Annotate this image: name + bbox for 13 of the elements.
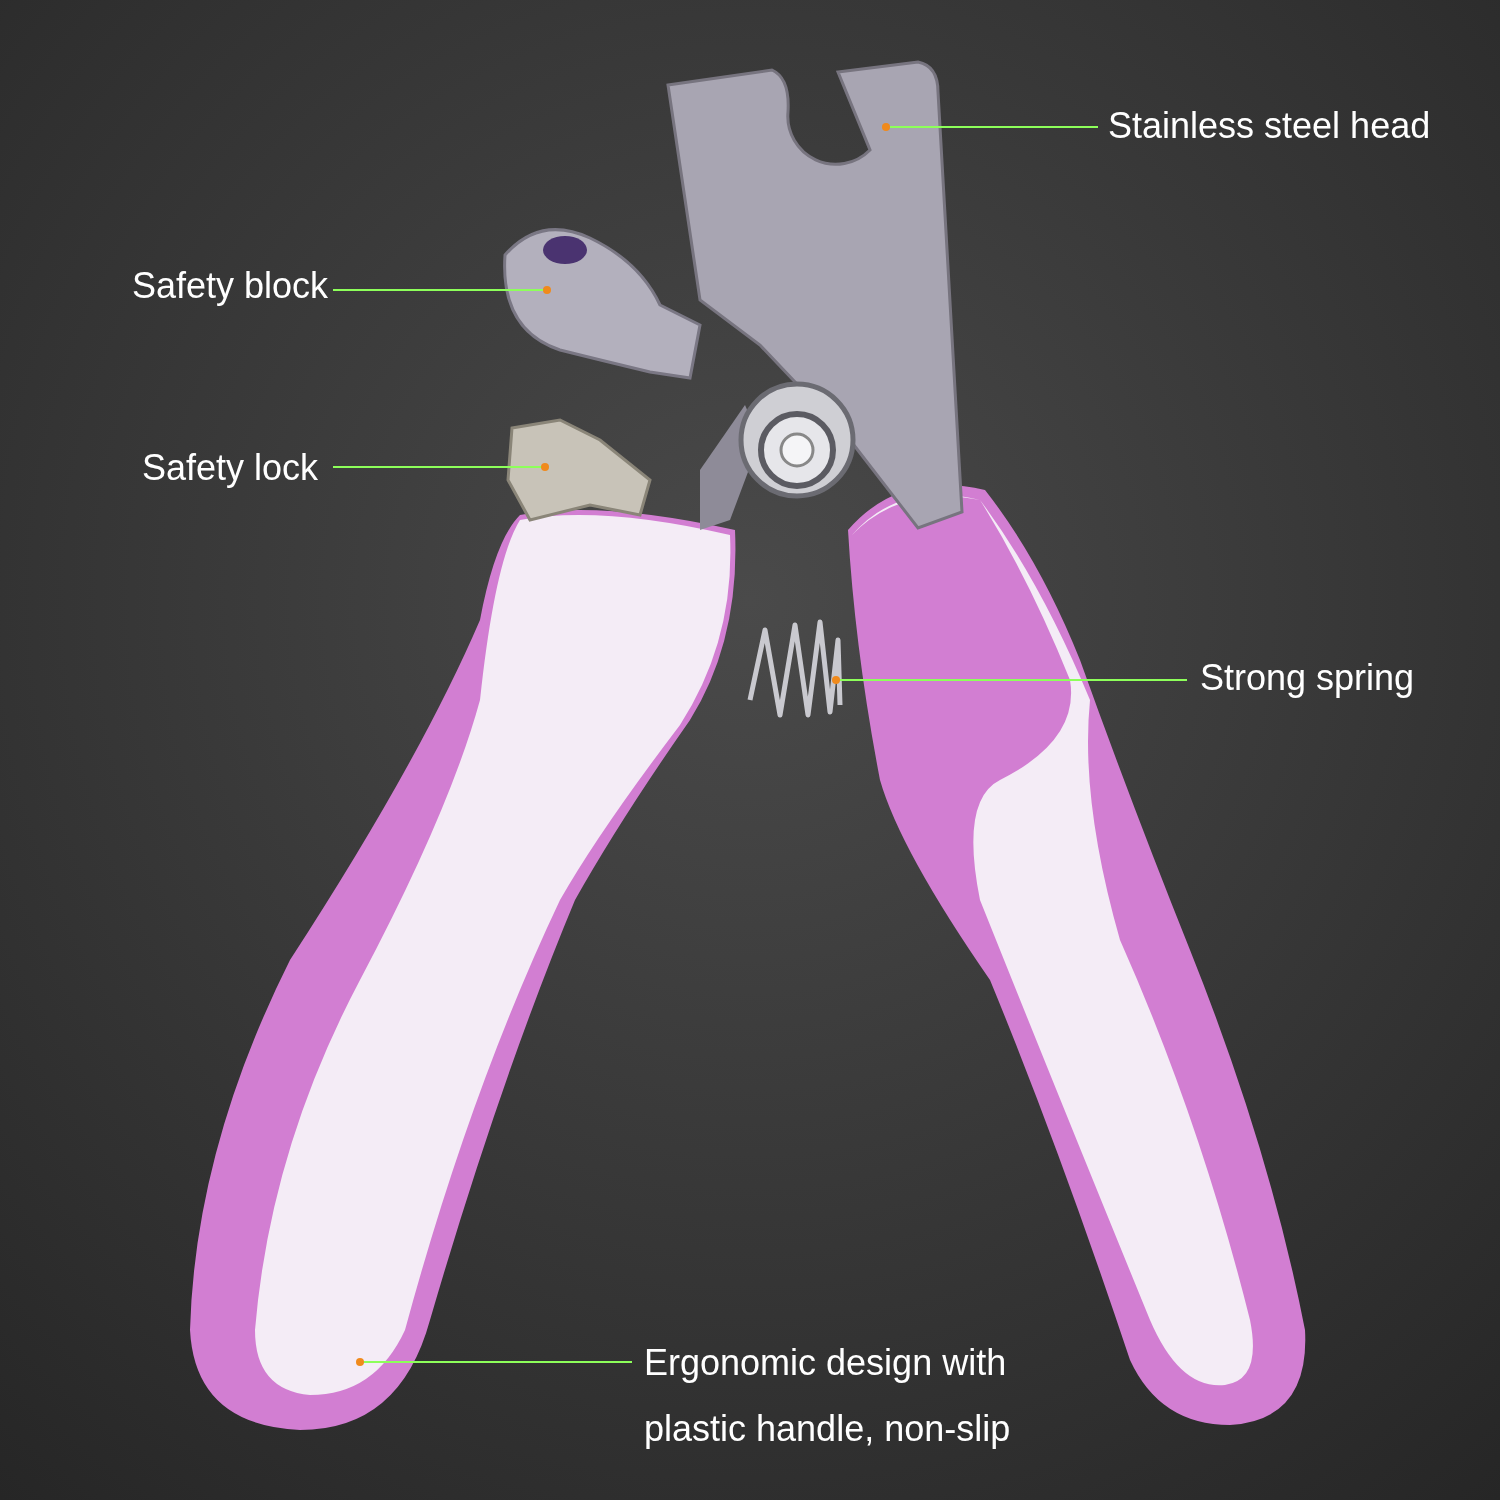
leader-line [356,1358,633,1366]
part-label: Stainless steel head [1108,104,1468,148]
leader-line [832,676,1188,684]
part-label: Safety lock [40,446,318,490]
safety-block-drawing [503,228,702,380]
part-label: Ergonomic design with plastic handle, non-slip [644,1330,1044,1462]
safety-lock-drawing [506,418,652,522]
leader-line [882,123,1099,131]
part-label: Safety block [40,264,328,308]
part-label: Strong spring [1200,656,1480,700]
steel-head-drawing [666,60,964,530]
leader-line [332,286,551,294]
leader-line [332,463,549,471]
